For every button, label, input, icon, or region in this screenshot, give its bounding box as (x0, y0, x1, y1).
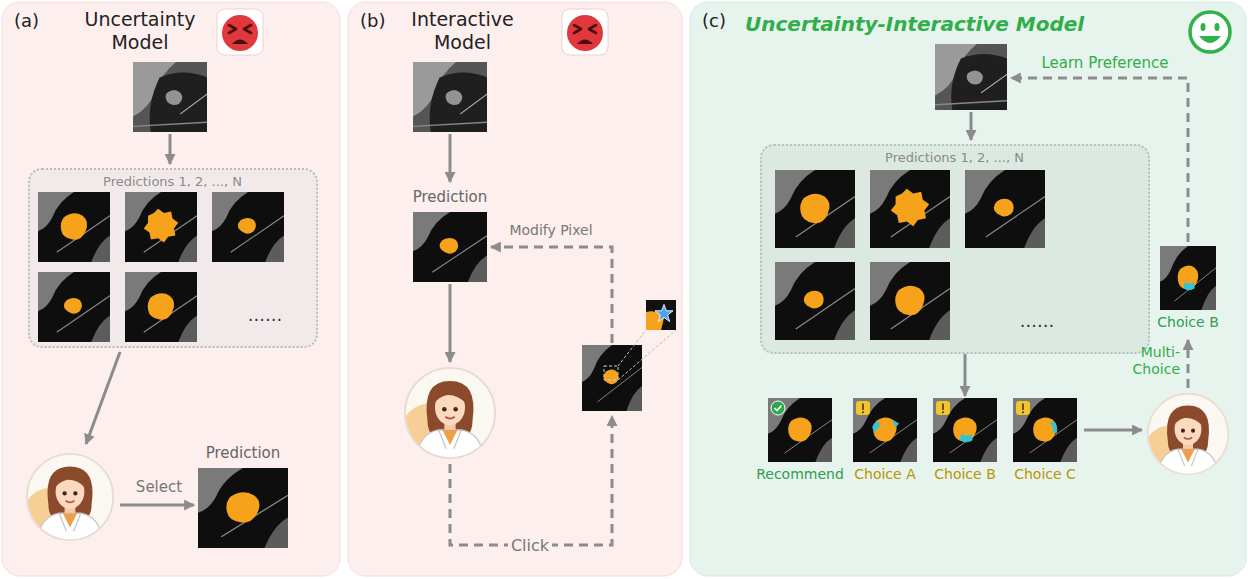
flow-arrow (169, 134, 172, 164)
prediction-thumb (413, 212, 487, 282)
ct-image (935, 44, 1007, 110)
dashed-arrow (1187, 340, 1190, 388)
set-heading: Predictions 1, 2, ..., N (762, 150, 1147, 166)
warning-badge (856, 401, 870, 415)
doctor-icon (1144, 394, 1228, 476)
choice-thumb (933, 398, 997, 462)
prediction-image: Prediction (413, 212, 487, 282)
doctor-icon (401, 368, 495, 460)
model-panel: (c)Uncertainty-Interactive ModelPredicti… (690, 2, 1246, 576)
recommend-image: Recommend (768, 398, 832, 462)
choice-thumb (1160, 246, 1216, 310)
set-heading: Predictions 1, 2, ..., N (30, 174, 315, 190)
panel-ground (2, 2, 340, 576)
panel-title: Uncertainty-Interactive Model (745, 12, 1165, 36)
panel-ground (690, 2, 1246, 576)
panel-title: Interactive Model (395, 8, 530, 54)
prediction-thumb (870, 170, 950, 248)
choice-image: Choice A (853, 398, 917, 462)
check-badge (771, 401, 785, 415)
doctor-icon (23, 454, 113, 542)
chosen-image: Choice B (1160, 246, 1216, 310)
panel-title: Uncertainty Model (70, 8, 210, 54)
image-caption: Prediction (385, 188, 515, 206)
image-caption: Prediction (178, 444, 308, 462)
panel-ground (348, 2, 682, 576)
warning-badge (936, 401, 950, 415)
choice-image: Choice B (933, 398, 997, 462)
choice-thumb (853, 398, 917, 462)
flow-arrow (449, 134, 452, 182)
set-ground (28, 168, 318, 348)
flow-arrow (86, 352, 120, 444)
happy-emoji (1190, 12, 1230, 52)
flow-arrow (120, 504, 194, 507)
prediction-thumb (38, 272, 110, 342)
model-panel: (b)Interactive ModelPrediction (348, 2, 682, 576)
prediction-thumb (212, 192, 284, 262)
sad-emoji (217, 9, 263, 55)
sad-emoji (562, 9, 608, 55)
set-ground (760, 144, 1150, 354)
flow-label: Learn Preference (1030, 54, 1180, 72)
prediction-thumb (775, 170, 855, 248)
prediction-thumb (198, 468, 288, 548)
flow-label: Click (508, 536, 552, 555)
warning-badge (1016, 401, 1030, 415)
flow-label: Multi-Choice (1112, 344, 1180, 378)
zoom-inset (646, 300, 676, 330)
flow-label: Select (128, 478, 190, 496)
dashed-arrow (450, 416, 612, 545)
choice-caption: Choice B (1140, 314, 1236, 331)
choice-image: Choice C (1013, 398, 1077, 462)
prediction-thumb (870, 262, 950, 340)
flow-arrow (970, 112, 973, 140)
choice-caption: Choice C (999, 466, 1091, 483)
panel-letter: (c) (702, 10, 742, 32)
flow-arrow (449, 284, 452, 362)
prediction-set: Predictions 1, 2, ..., N...... (28, 168, 318, 348)
zoom-box (604, 366, 618, 380)
dashed-arrow (1011, 78, 1188, 242)
choice-thumb (1013, 398, 1077, 462)
flow-arrow (1084, 429, 1142, 432)
panel-letter: (b) (360, 10, 400, 32)
prediction-thumb (125, 192, 197, 262)
ellipsis: ...... (235, 304, 295, 326)
choice-caption: Recommend (754, 466, 846, 483)
prediction-thumb (775, 262, 855, 340)
choice-caption: Choice A (839, 466, 931, 483)
prediction-set: Predictions 1, 2, ..., N...... (760, 144, 1150, 354)
dashed-arrow (491, 247, 612, 343)
panel-letter: (a) (14, 10, 54, 32)
prediction-thumb (125, 272, 197, 342)
prediction-thumb (38, 192, 110, 262)
zoom-leader (618, 330, 676, 380)
choice-caption: Choice B (919, 466, 1011, 483)
prediction-image: Prediction (198, 468, 288, 548)
ct-image (133, 62, 207, 132)
modified-thumb (582, 345, 642, 411)
choice-thumb (768, 398, 832, 462)
prediction-thumb (965, 170, 1045, 248)
ct-image (413, 62, 487, 132)
flow-label: Modify Pixel (496, 222, 606, 239)
ellipsis: ...... (1007, 310, 1067, 332)
flow-arrow (964, 354, 967, 396)
